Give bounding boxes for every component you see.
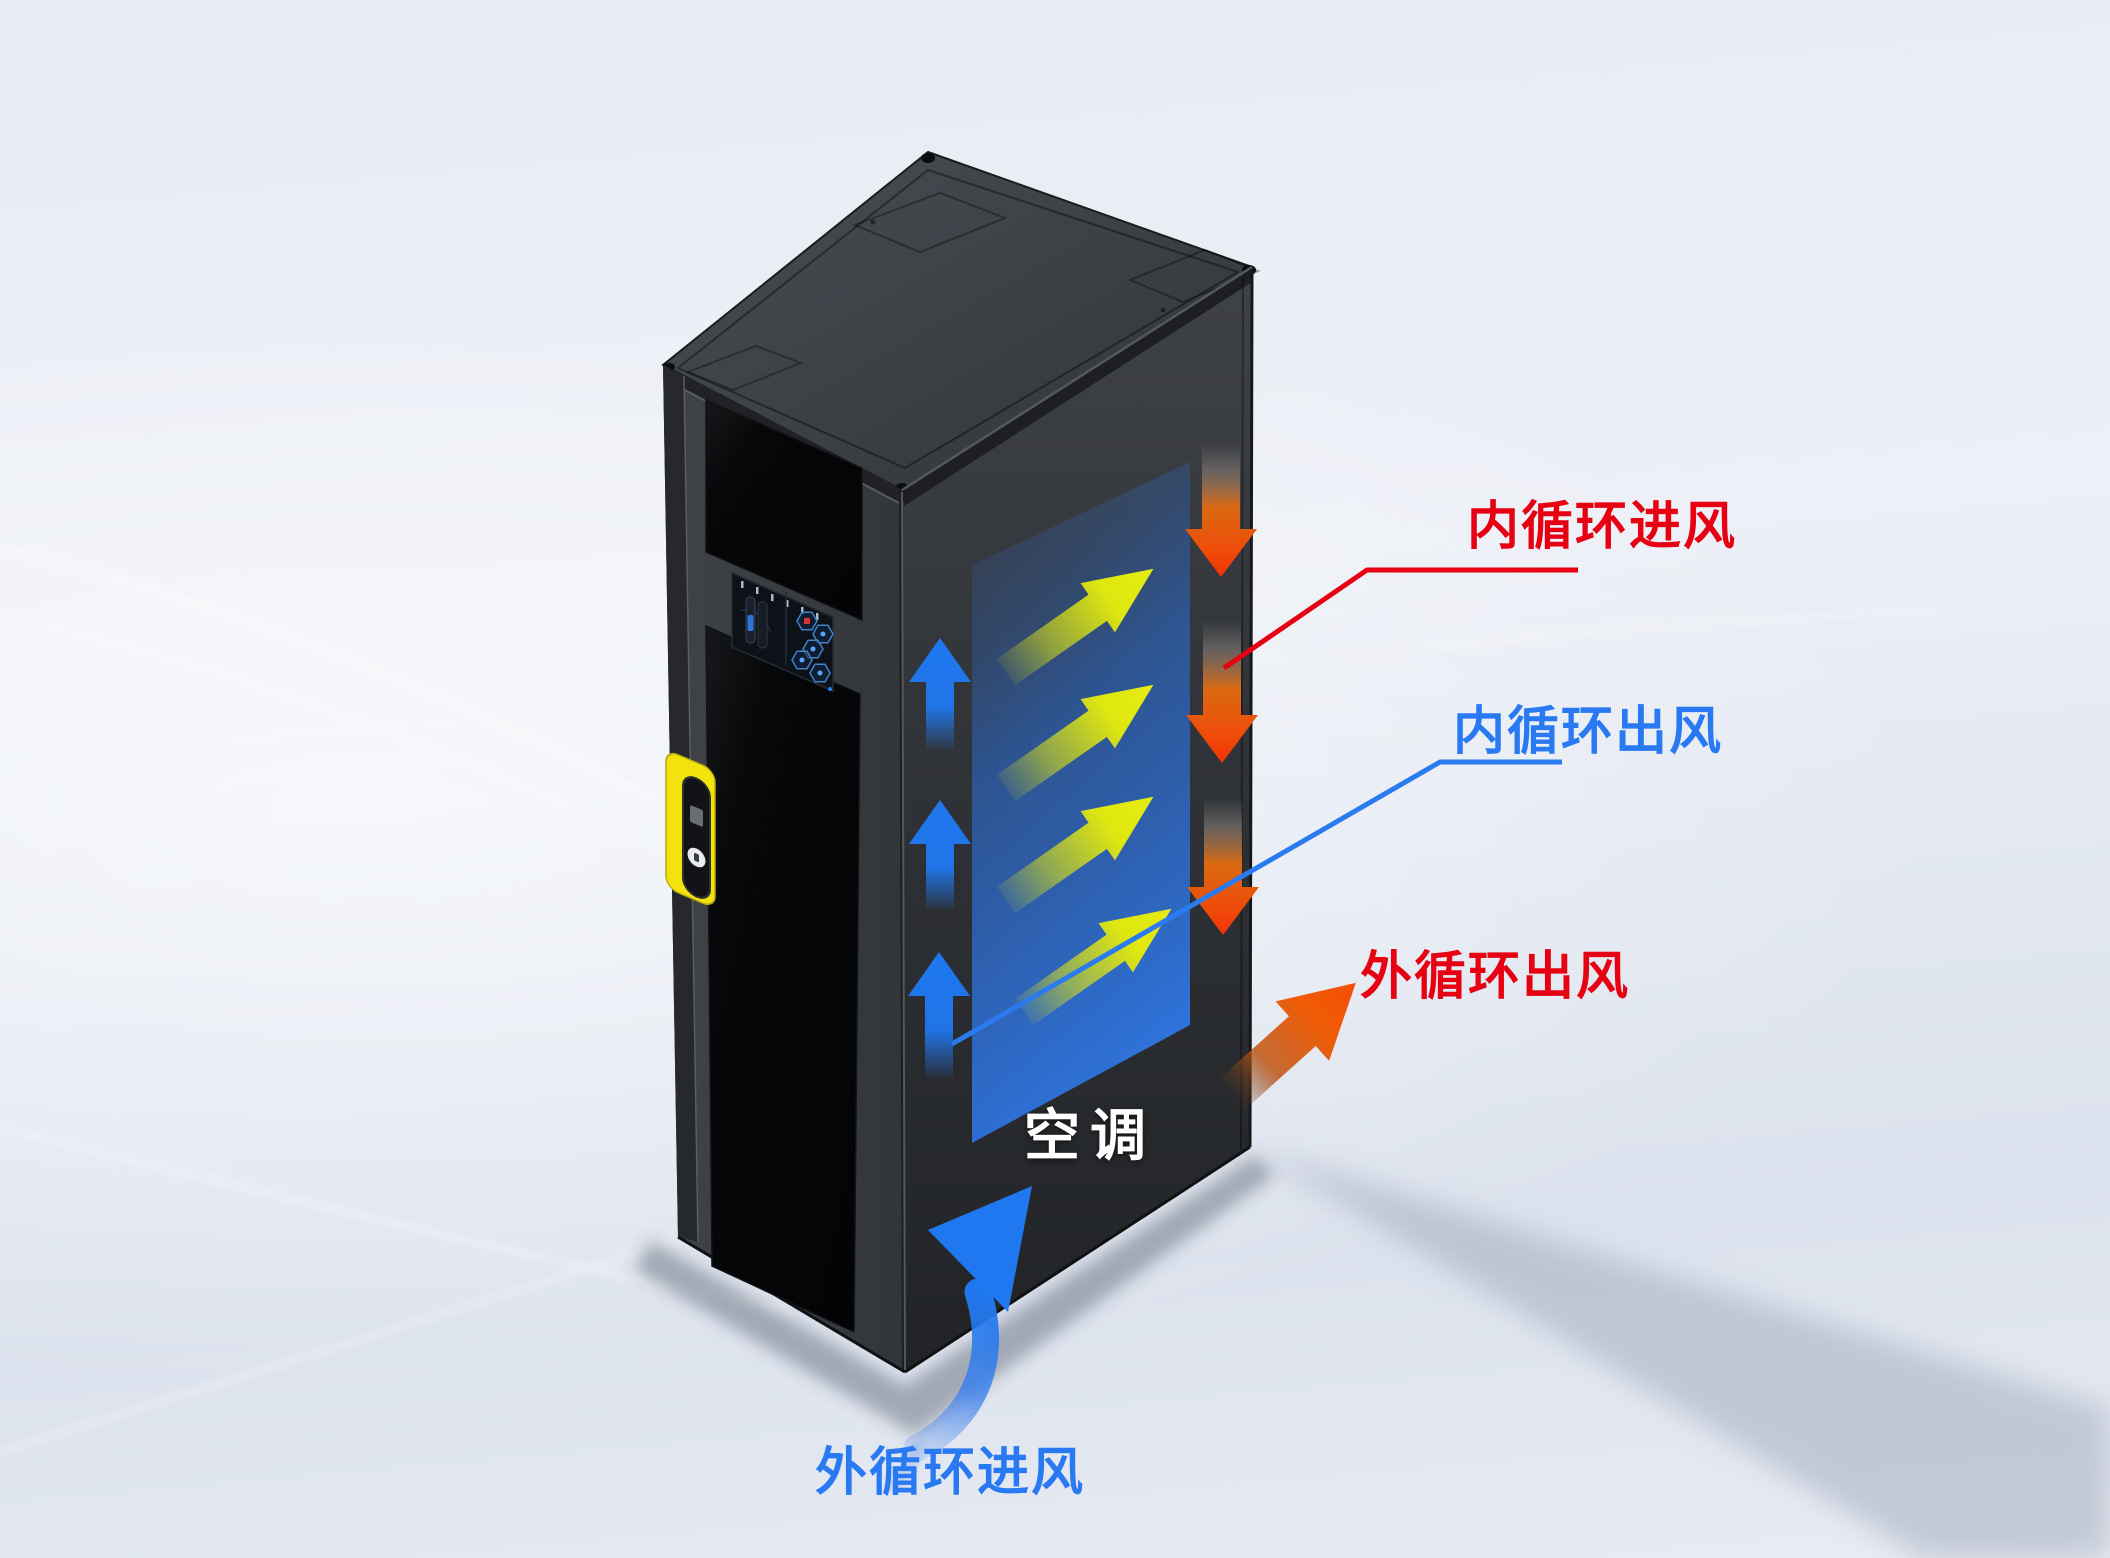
external-exhaust-arrow (1214, 982, 1356, 1113)
panel-alarm-indicator (804, 618, 810, 624)
cabinet-door-face (663, 365, 906, 1374)
down-arrow-icon (1185, 443, 1257, 577)
air-conditioner-panel (972, 462, 1190, 1143)
door-handle (665, 752, 716, 906)
cabinet-front-face (901, 265, 1254, 1374)
up-arrow-icon (908, 952, 970, 1078)
cabinet-shadow (635, 1155, 1275, 1435)
door-window-top (705, 398, 863, 622)
leader-lines (950, 567, 1578, 1047)
internal-intake-leader (1222, 567, 1578, 671)
internal-exhaust-arrows (908, 638, 971, 1078)
label-external-exhaust: 外循环出风 (1360, 948, 1631, 1006)
label-internal-exhaust: 内循环出风 (1453, 703, 1724, 761)
out-arrow-icon (1214, 982, 1356, 1113)
internal-exhaust-leader (950, 759, 1562, 1047)
label-internal-intake: 内循环进风 (1467, 498, 1738, 556)
door-window-bottom (705, 624, 861, 1334)
door-control-panel (731, 571, 834, 693)
backdrop-waves (0, 545, 2110, 1558)
cabinet-top-face (661, 150, 1261, 493)
door-handle-grip (682, 776, 711, 899)
external-intake-arrow (887, 1186, 1032, 1493)
label-external-intake: 外循环进风 (815, 1444, 1086, 1502)
up-arrow-icon (909, 638, 971, 750)
curved-arrow-head-icon (928, 1186, 1032, 1312)
up-arrow-icon (909, 800, 971, 910)
label-air-conditioner: 空调 (1024, 1104, 1156, 1167)
